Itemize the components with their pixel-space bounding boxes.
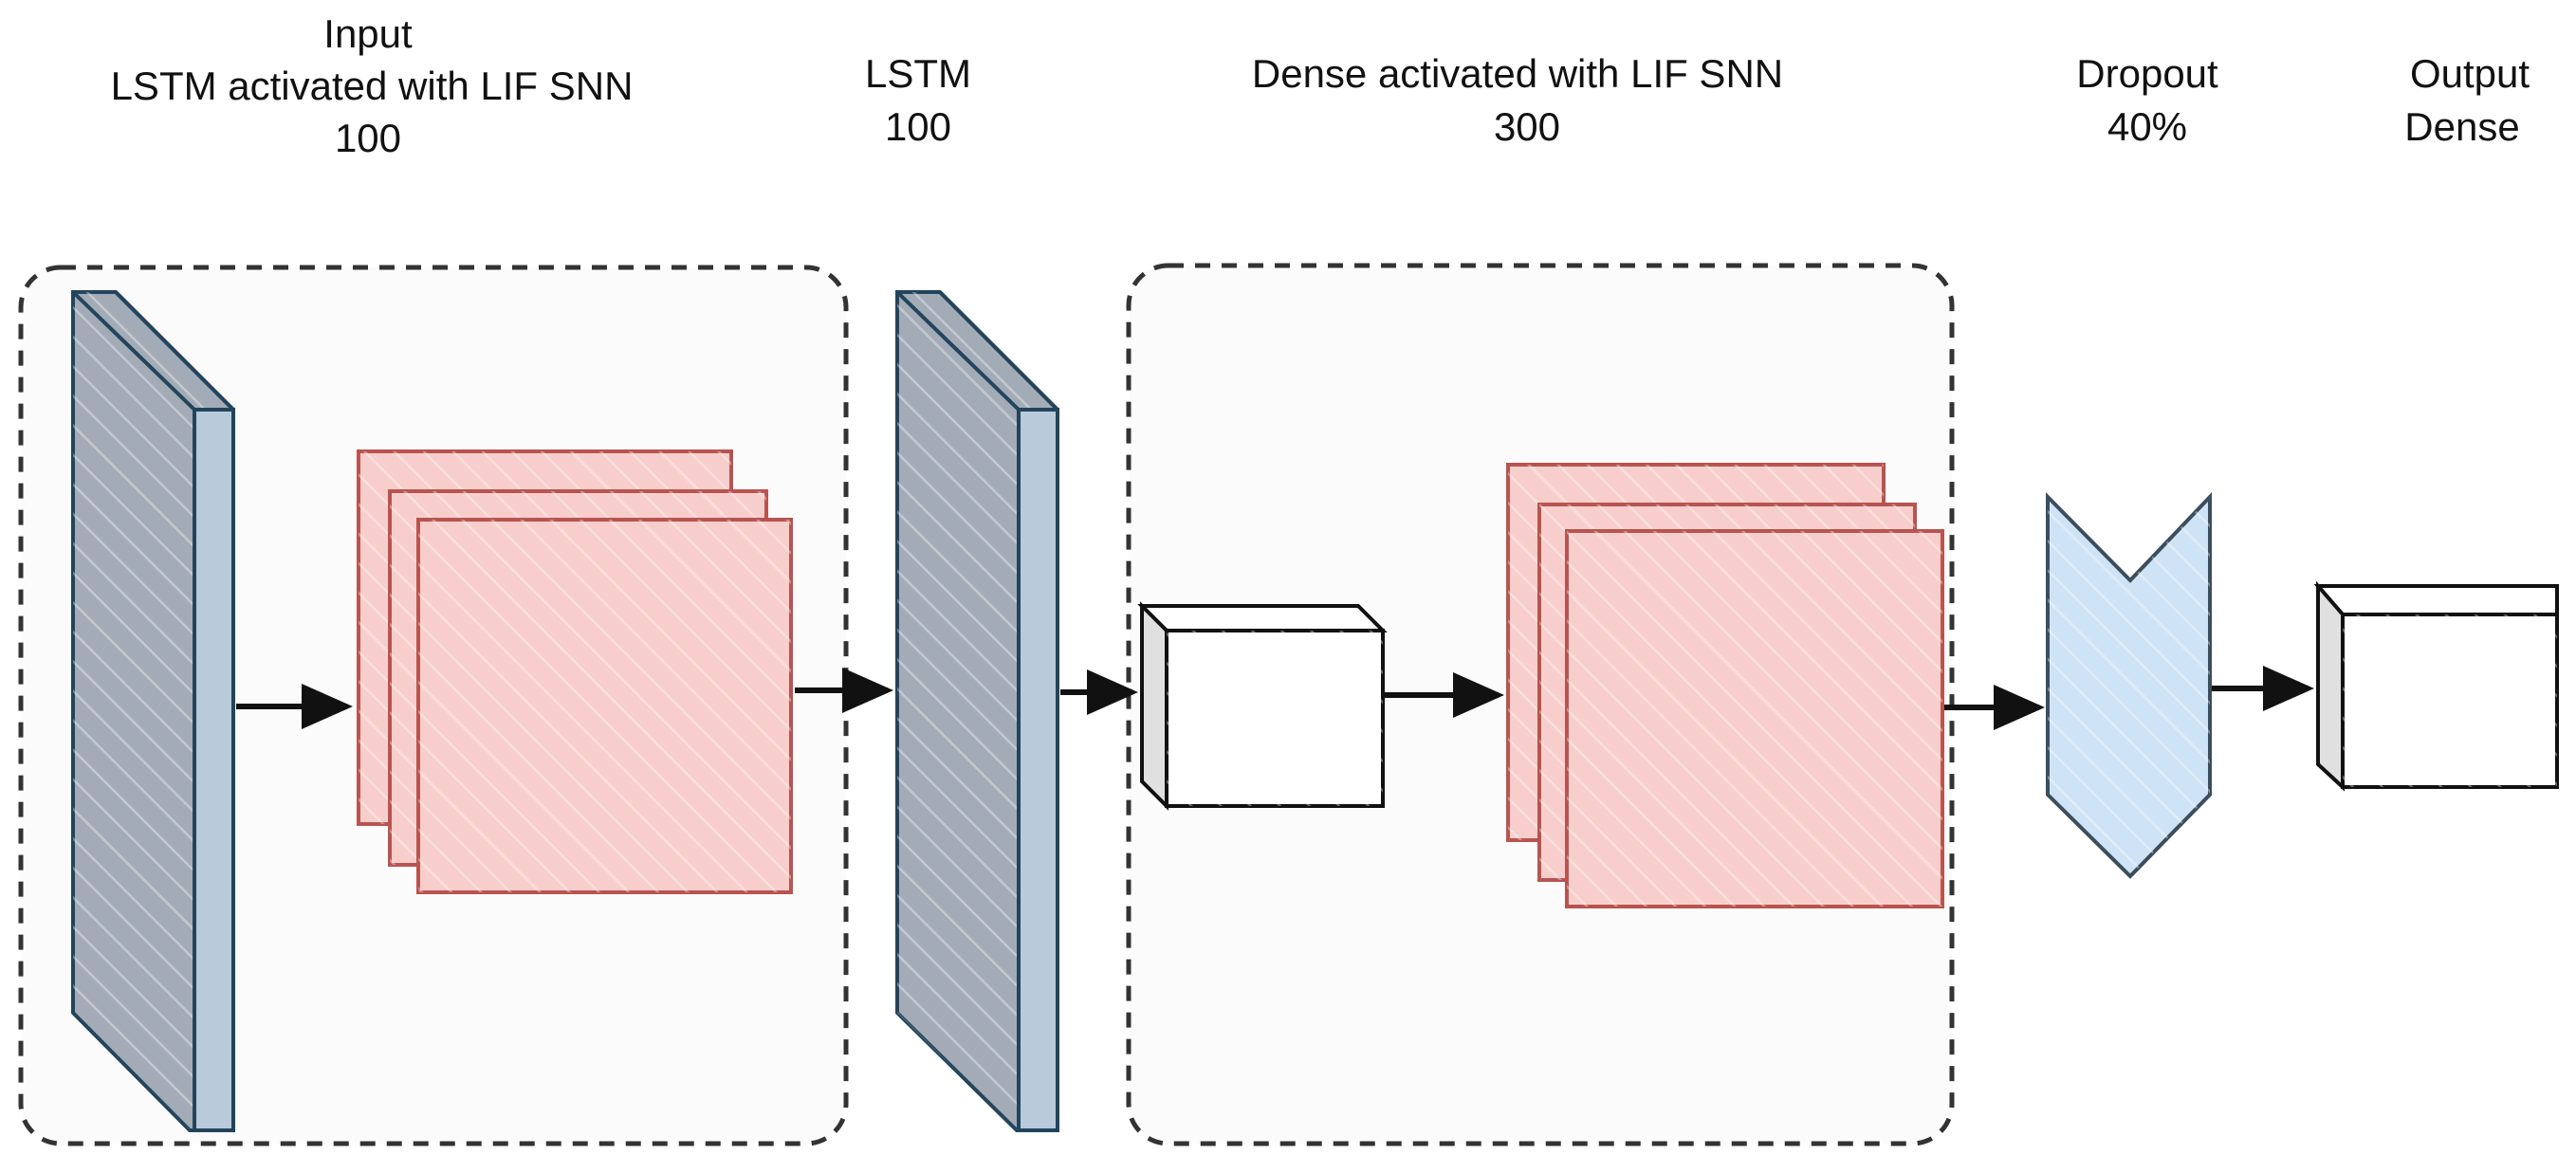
input-subtitle-label: LSTM activated with LIF SNN: [111, 64, 634, 108]
lstm-slab: [895, 290, 1059, 1132]
input-lif-stack: [357, 449, 793, 894]
dropout-title-label: Dropout: [2076, 51, 2218, 96]
output-title-label: Output: [2410, 51, 2530, 96]
input-lstm-slab: [71, 290, 235, 1132]
labels-group: Input LSTM activated with LIF SNN 100 LS…: [111, 11, 2530, 160]
dense-neuron-cube: [1137, 601, 1388, 811]
lstm-units-label: 100: [885, 104, 951, 149]
lstm-title-label: LSTM: [865, 51, 971, 96]
dense-units-label: 300: [1494, 104, 1560, 149]
output-dense-cube: [2313, 580, 2559, 792]
input-units-label: 100: [335, 116, 401, 160]
output-subtitle-label: Dense: [2404, 104, 2519, 149]
dense-title-label: Dense activated with LIF SNN: [1252, 51, 1783, 96]
dropout-rate-label: 40%: [2107, 104, 2187, 149]
dropout-chevron: [2046, 492, 2212, 879]
dense-lif-stack: [1506, 463, 1944, 908]
arrows-group: [236, 666, 2314, 730]
input-title-label: Input: [323, 11, 413, 56]
